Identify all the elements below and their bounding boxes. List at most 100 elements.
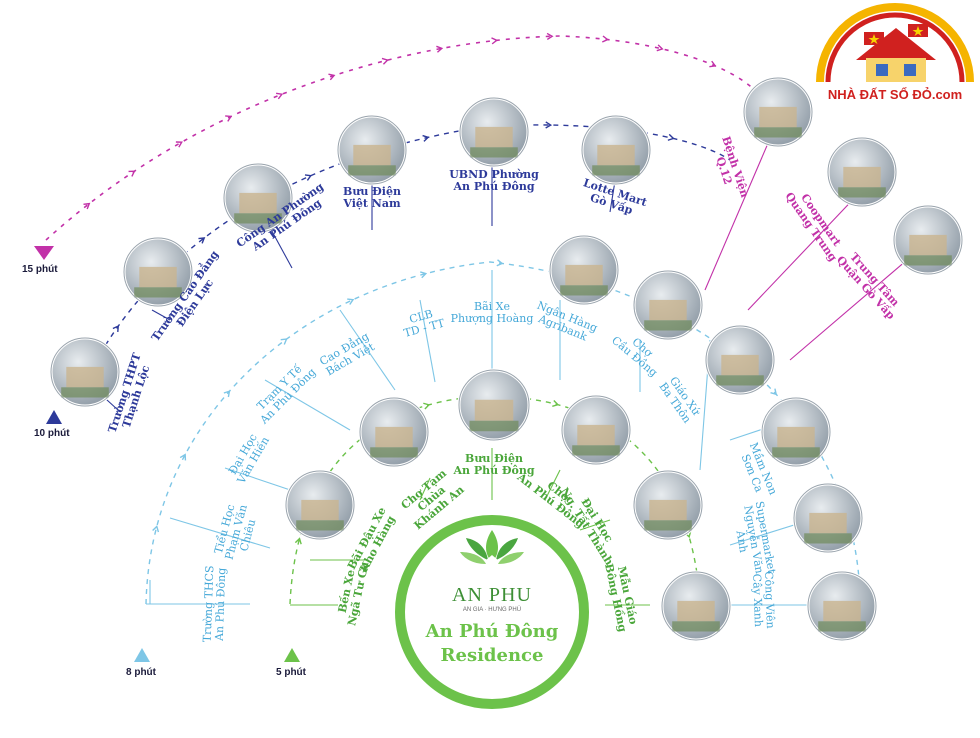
- connector-line: [169, 517, 271, 549]
- photo-trung-tam: [892, 204, 964, 276]
- center-hub: AN PHU AN GIA · HƯNG PHÚ An Phú Đông Res…: [395, 515, 589, 709]
- arc-8-min-chevron-icon: [280, 338, 288, 345]
- ring8-label-2: Đại HọcVăn Hiến: [224, 428, 272, 486]
- arc-8-min: [145, 261, 861, 605]
- arc-15-min-chevron-icon: [436, 45, 444, 53]
- ring5-label-6: Mẫu GiáoBông Hồng: [602, 560, 642, 634]
- connector-line: [579, 519, 611, 531]
- photo-supermarket: [792, 482, 864, 554]
- triangle-up-icon: [284, 648, 300, 662]
- photo-ben-xe: [284, 469, 356, 541]
- legend-10-min: 10 phút: [34, 410, 70, 439]
- photo-chua-khanh-an: [358, 396, 430, 468]
- photo-cong-vien: [806, 570, 878, 642]
- ring15-label-2: Trung TâmQuận Gò Vấp: [834, 245, 907, 322]
- connector-line: [704, 119, 779, 291]
- connector-line: [419, 299, 436, 383]
- arc-10-min-chevron-icon: [304, 174, 312, 181]
- svg-text:8 phút: 8 phút: [126, 667, 157, 678]
- arc-8-min-chevron-icon: [223, 390, 231, 398]
- center-title-line1: An Phú Đông: [425, 621, 559, 642]
- arc-15-min-chevron-icon: [175, 141, 183, 148]
- photo-cho-apd: [560, 394, 632, 466]
- arc-15-min-chevron-icon: [225, 115, 233, 122]
- arc-15-min-chevron-icon: [276, 92, 284, 100]
- arc-8-min-chevron-icon: [420, 271, 428, 279]
- triangle-up-icon: [134, 648, 150, 662]
- ring8-label-12: Công ViênCây Xanh: [750, 571, 777, 629]
- connector-line: [151, 309, 171, 321]
- photo-cd-dien-luc: [122, 236, 194, 308]
- arc-8-min-chevron-icon: [496, 259, 504, 267]
- svg-text:15 phút: 15 phút: [22, 264, 58, 275]
- photo-cho-cau-dong: [632, 269, 704, 341]
- arc-10-min-chevron-icon: [112, 325, 120, 333]
- arc-10-min-chevron-icon: [667, 133, 675, 141]
- house-icon: [856, 24, 936, 82]
- arc-8-min-chevron-icon: [179, 453, 187, 461]
- time-legend: 8 phút 5 phút 10 phút 15 phút: [22, 246, 307, 678]
- photo-ubnd: [458, 96, 530, 168]
- arc-10-min-chevron-icon: [422, 134, 430, 142]
- photo-coopmart: [826, 136, 898, 208]
- ring8-label-1: Tiểu HọcPhạm VănChiêu: [210, 500, 261, 564]
- center-title-line2: Residence: [441, 645, 544, 666]
- ring8-label-7: Ngân HàngAgribank: [531, 299, 600, 346]
- connector-line: [747, 189, 863, 311]
- ring8-label-9: Giáo XứBa Thôn: [656, 373, 703, 425]
- ring8-label-0: Trường THCSAn Phú Đông: [201, 565, 229, 643]
- ring8-label-11: SupermarketNguyễn VănÁnh: [729, 500, 778, 579]
- ring8-label-5: CLBTD - TT: [399, 305, 446, 340]
- logo-text: NHÀ ĐẤT SỔ ĐỎ.com: [828, 87, 962, 102]
- photo-benh-vien: [742, 76, 814, 148]
- photo-nodes: [49, 76, 964, 642]
- connector-line: [419, 477, 431, 501]
- triangle-down-icon: [34, 246, 54, 260]
- logo-arc-inner: [825, 12, 965, 83]
- ring15-label-0: Bệnh ViệnQ.12: [708, 135, 751, 203]
- arc-15-min-chevron-icon: [709, 60, 717, 68]
- svg-text:5 phút: 5 phút: [276, 667, 307, 678]
- center-ring: [395, 515, 589, 709]
- legend-8-min: 8 phút: [126, 648, 157, 678]
- legend-15-min: 15 phút: [22, 246, 58, 275]
- ring8-label-4: Cao ĐẳngBách Việt: [317, 329, 377, 379]
- connector-line: [339, 309, 396, 391]
- site-logo: NHÀ ĐẤT SỔ ĐỎ.com: [816, 3, 974, 102]
- arc-5-min-chevron-icon: [423, 402, 431, 410]
- arc-10-min-chevron-icon: [198, 237, 206, 244]
- arc-8-min-chevron-icon: [770, 388, 778, 396]
- arc-15-min-chevron-icon: [381, 57, 389, 65]
- svg-text:10 phút: 10 phút: [34, 428, 70, 439]
- photo-giao-xu: [704, 324, 776, 396]
- lotus-logo-icon: [460, 530, 524, 568]
- arc-15-min-chevron-icon: [328, 73, 336, 81]
- arc-8-min-chevron-icon: [152, 525, 160, 533]
- photo-lotte: [580, 114, 652, 186]
- logo-arc: [816, 3, 974, 83]
- photo-agribank: [548, 234, 620, 306]
- arc-10-min-chevron-icon: [545, 121, 553, 129]
- photo-mau-giao: [660, 570, 732, 642]
- legend-5-min: 5 phút: [276, 648, 307, 678]
- arc-15-min-chevron-icon: [546, 32, 554, 41]
- arc-15-min-chevron-icon: [601, 35, 609, 43]
- triangle-up-icon: [46, 410, 62, 424]
- arc-15-min-chevron-icon: [656, 44, 664, 52]
- arc-5-min-chevron-icon: [294, 537, 302, 545]
- photo-mam-non: [760, 396, 832, 468]
- center-brand-sub: AN GIA · HƯNG PHÚ: [463, 606, 521, 613]
- arc-15-min-chevron-icon: [128, 170, 136, 177]
- arc-15-min-chevron-icon: [491, 37, 499, 45]
- connector-line: [264, 379, 351, 431]
- connector-line: [544, 469, 561, 501]
- ring8-label-3: Trạm Y TếAn Phú Đông: [248, 357, 318, 427]
- arc-5-min-chevron-icon: [552, 400, 560, 408]
- photo-buu-dien-apd: [457, 368, 531, 442]
- center-brand: AN PHU: [452, 584, 532, 606]
